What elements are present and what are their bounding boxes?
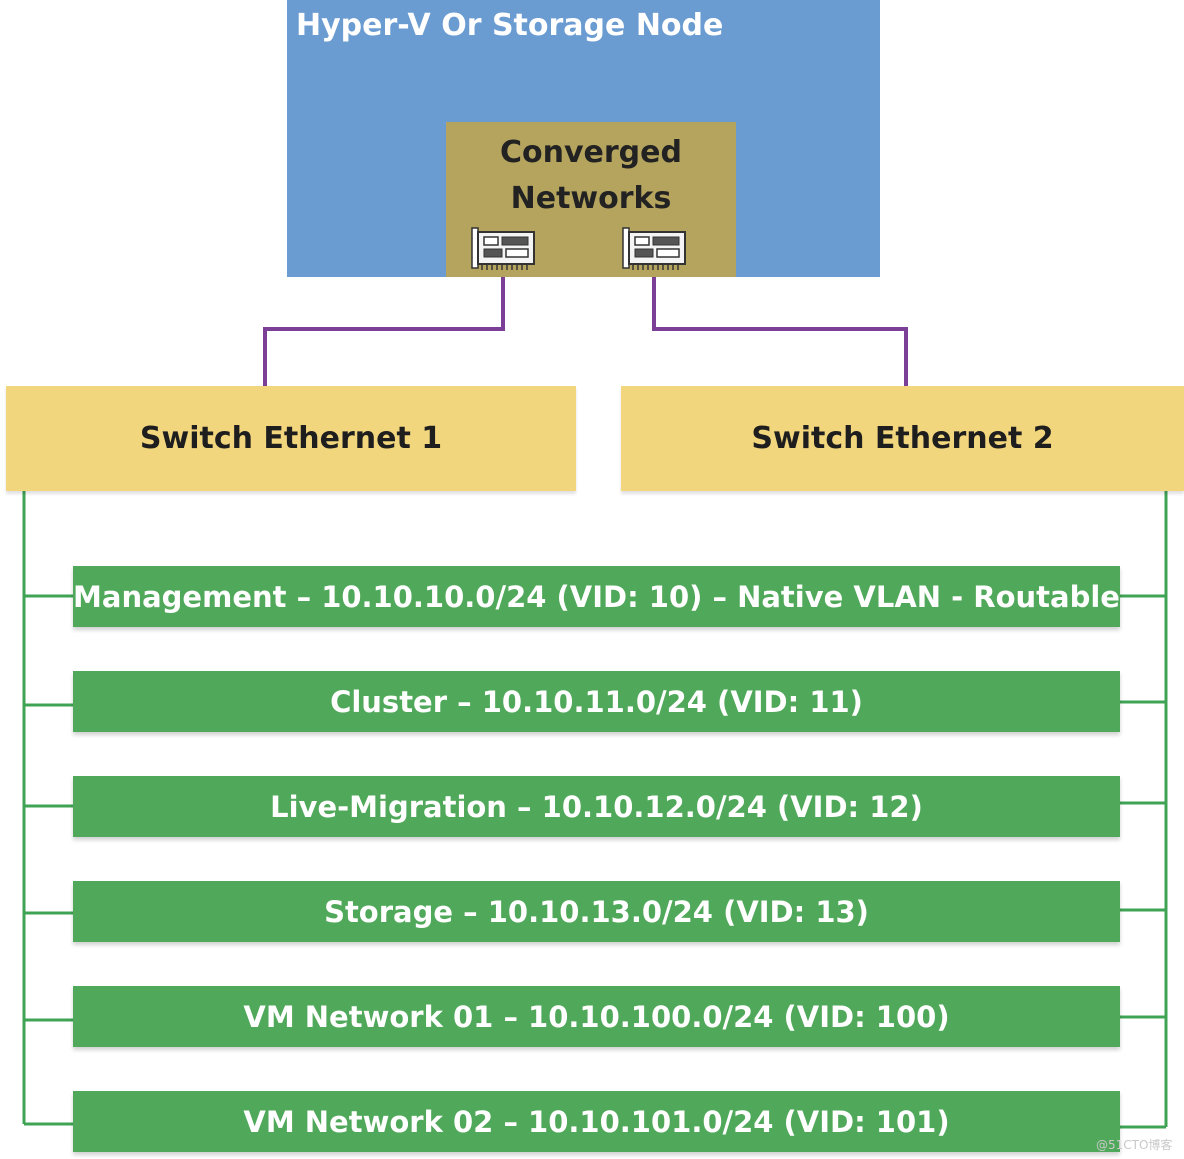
uplink-wire-2 bbox=[652, 277, 908, 386]
vlan-vm-network-02: VM Network 02 – 10.10.101.0/24 (VID: 101… bbox=[73, 1091, 1120, 1152]
uplink-wire-1 bbox=[263, 277, 505, 386]
converged-networks-label: Converged Networks bbox=[500, 135, 682, 216]
network-adapter-icon bbox=[471, 227, 535, 270]
vlan-cluster: Cluster – 10.10.11.0/24 (VID: 11) bbox=[73, 671, 1120, 732]
switch-ethernet-1: Switch Ethernet 1 bbox=[6, 386, 576, 491]
network-adapter-icon bbox=[622, 227, 686, 270]
vlan-management: Management – 10.10.10.0/24 (VID: 10) – N… bbox=[73, 566, 1120, 627]
switch-label: Switch Ethernet 2 bbox=[751, 421, 1054, 456]
switch-ethernet-2: Switch Ethernet 2 bbox=[621, 386, 1184, 491]
switch-label: Switch Ethernet 1 bbox=[139, 421, 443, 456]
watermark: @51CTO博客 bbox=[1096, 1138, 1173, 1152]
vlan-storage: Storage – 10.10.13.0/24 (VID: 13) bbox=[73, 881, 1120, 942]
vlan-live-migration: Live-Migration – 10.10.12.0/24 (VID: 12) bbox=[73, 776, 1120, 837]
vlan-vm-network-01: VM Network 01 – 10.10.100.0/24 (VID: 100… bbox=[73, 986, 1120, 1047]
host-node-title: Hyper-V Or Storage Node bbox=[296, 8, 724, 43]
